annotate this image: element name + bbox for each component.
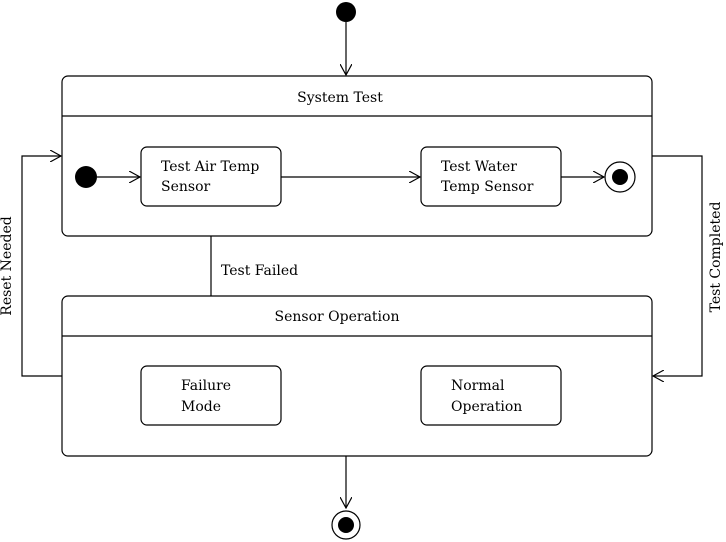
failure-label-line1: Failure [181, 378, 231, 394]
state-test-water-temp-sensor: Test Water Temp Sensor [420, 146, 562, 207]
state-failure-mode: Failure Mode [140, 365, 282, 426]
initial-state-top [336, 2, 356, 22]
normal-label-line1: Normal [451, 378, 505, 394]
state-test-air-temp-sensor: Test Air Temp Sensor [140, 146, 282, 207]
state-normal-operation: Normal Operation [420, 365, 562, 426]
final-state-inner [604, 161, 636, 193]
final-state-bottom [331, 510, 361, 540]
transition-test-completed [652, 155, 703, 376]
system-test-title: System Test [297, 90, 383, 106]
reset-needed-label: Reset Needed [0, 216, 15, 315]
failure-label-line2: Mode [181, 399, 221, 415]
test-air-label-line1: Test Air Temp [161, 159, 259, 175]
sensor-operation-title: Sensor Operation [275, 309, 400, 325]
test-water-label-line2: Temp Sensor [441, 179, 534, 195]
transition-reset-needed [21, 156, 62, 377]
test-water-label-line1: Test Water [441, 159, 517, 175]
test-air-label-line2: Sensor [161, 179, 211, 195]
test-completed-label: Test Completed [708, 202, 724, 313]
normal-label-line2: Operation [451, 399, 522, 415]
initial-state-inner [75, 166, 97, 188]
test-failed-label: Test Failed [221, 263, 298, 279]
